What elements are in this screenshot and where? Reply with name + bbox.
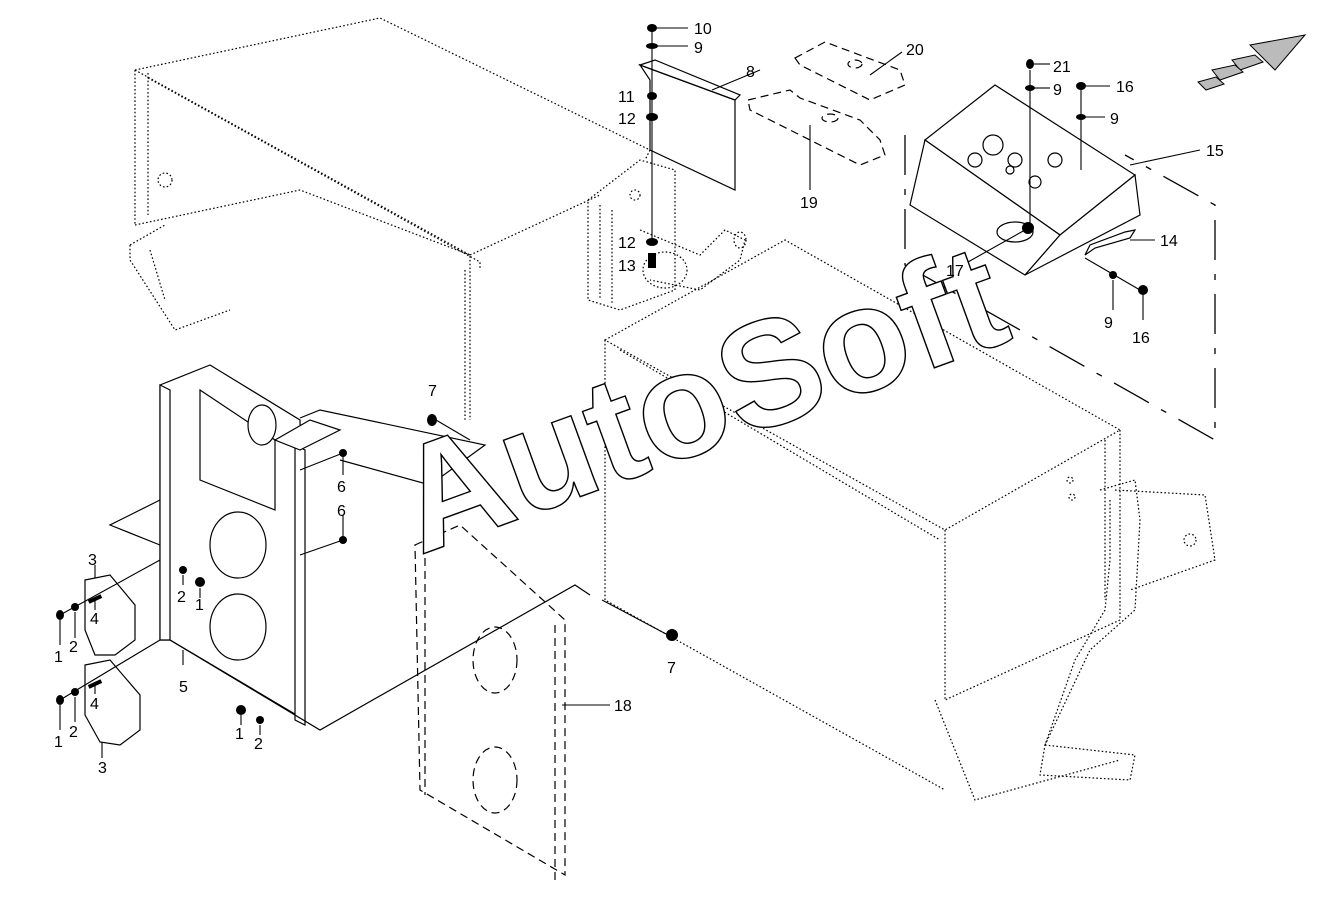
- part-label-9: 9: [1110, 111, 1119, 128]
- part-label-2: 2: [69, 639, 78, 656]
- cover-8: [638, 59, 742, 191]
- part-labels: 10 9 8 11 12 12 13 20 19 21 9 16 9 15 14…: [54, 21, 1224, 777]
- part-label-3: 3: [88, 552, 97, 569]
- gasket-20: [794, 41, 906, 101]
- part-label-7: 7: [667, 660, 676, 677]
- watermark: AutoSoft: [373, 211, 1025, 585]
- part-label-12: 12: [618, 111, 636, 128]
- part-label-16: 16: [1132, 330, 1150, 347]
- part-label-20: 20: [906, 42, 924, 59]
- part-label-2: 2: [177, 589, 186, 606]
- part-label-12: 12: [618, 235, 636, 252]
- part-label-9: 9: [1104, 315, 1113, 332]
- part-label-1: 1: [54, 649, 63, 666]
- cover-plate-5: [108, 364, 591, 731]
- part-label-9: 9: [694, 40, 703, 57]
- part-label-2: 2: [69, 724, 78, 741]
- middle-bracket: [587, 159, 747, 311]
- part-label-19: 19: [800, 195, 818, 212]
- part-label-15: 15: [1206, 143, 1224, 160]
- part-label-8: 8: [746, 64, 755, 81]
- part-label-4: 4: [90, 611, 99, 628]
- part-label-18: 18: [614, 698, 632, 715]
- part-label-21: 21: [1053, 59, 1071, 76]
- part-label-16: 16: [1116, 79, 1134, 96]
- part-label-11: 11: [618, 89, 635, 106]
- part-label-9: 9: [1053, 82, 1062, 99]
- leader-lines: [59, 27, 1201, 758]
- part-label-13: 13: [618, 258, 636, 275]
- part-label-7: 7: [428, 383, 437, 400]
- part-label-4: 4: [90, 696, 99, 713]
- part-label-6: 6: [337, 503, 346, 520]
- part-label-6: 6: [337, 479, 346, 496]
- part-label-17: 17: [946, 263, 964, 280]
- part-label-1: 1: [54, 734, 63, 751]
- gasket-19: [747, 89, 886, 166]
- part-label-2: 2: [254, 736, 263, 753]
- fasteners: [56, 24, 1148, 724]
- part-label-1: 1: [235, 726, 244, 743]
- direction-arrow-icon: [1197, 34, 1307, 91]
- upper-housing: [129, 17, 651, 420]
- part-label-5: 5: [179, 679, 188, 696]
- part-label-3: 3: [98, 760, 107, 777]
- part-label-1: 1: [195, 597, 204, 614]
- part-label-10: 10: [694, 21, 712, 38]
- part-label-14: 14: [1160, 233, 1178, 250]
- main-housing: [603, 239, 1216, 801]
- cover-plate-18: [414, 524, 566, 880]
